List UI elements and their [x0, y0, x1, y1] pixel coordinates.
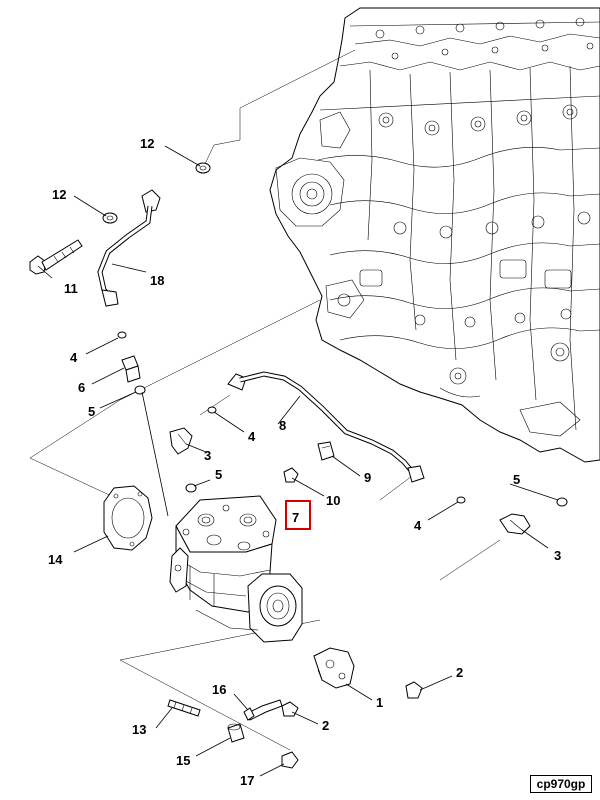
stud-13: [167, 699, 201, 717]
leader-lines: [37, 145, 559, 777]
nut-17: [281, 751, 299, 769]
washer-5-right: [556, 497, 568, 507]
callout-6: 6: [78, 380, 85, 395]
washer-5-left: [134, 385, 146, 395]
bolt-10: [283, 467, 299, 483]
clip-9: [317, 441, 335, 461]
elbow-fitting-3-right: [499, 513, 531, 535]
bolt-2-upper: [405, 681, 423, 699]
callout-14: 14: [48, 552, 63, 567]
callout-16: 16: [212, 682, 226, 697]
callout-10: 10: [326, 493, 340, 508]
callout-1: 1: [376, 695, 383, 710]
callout-7: 7: [292, 510, 299, 525]
callout-3-right: 3: [554, 548, 561, 563]
washer-5-middle: [185, 483, 197, 493]
callout-15: 15: [176, 753, 190, 768]
callout-5-right: 5: [513, 472, 520, 487]
callout-4-left: 4: [70, 350, 78, 365]
drawing-code-label: cp970gp: [530, 775, 592, 793]
engine-block: [269, 7, 600, 463]
callout-18: 18: [150, 273, 164, 288]
callout-5-left: 5: [88, 404, 95, 419]
oil-line-18: [97, 189, 161, 307]
callout-11: 11: [64, 281, 78, 296]
callout-12-upper: 12: [140, 136, 154, 151]
callout-labels: 12 12 11 18 4 6 5 8 4 3 5 9 10 7 5 4 3 1…: [48, 136, 561, 788]
highlight-box-7: [285, 500, 311, 530]
air-compressor: [169, 495, 303, 643]
callout-3-upper: 3: [204, 448, 211, 463]
callout-4-right: 4: [414, 518, 422, 533]
fitting-6: [121, 355, 141, 383]
spacer-15: [227, 723, 245, 743]
callout-5-middle: 5: [215, 467, 222, 482]
bolt-16: [243, 699, 283, 721]
gasket-14: [103, 485, 153, 551]
callout-13: 13: [132, 722, 146, 737]
air-line-8: [227, 371, 425, 483]
callout-9: 9: [364, 470, 371, 485]
callout-12-lower: 12: [52, 187, 66, 202]
bracket-1: [313, 647, 355, 689]
callout-4-middle: 4: [248, 429, 256, 444]
o-ring-4-left: [117, 331, 127, 339]
o-ring-4-right: [456, 496, 466, 504]
callout-8: 8: [279, 418, 286, 433]
callout-2-lower: 2: [322, 718, 329, 733]
washer-12-lower: [102, 212, 118, 224]
o-ring-4-middle: [207, 406, 217, 414]
banjo-bolt-11: [29, 239, 83, 275]
elbow-fitting-3-upper: [169, 427, 193, 455]
callout-2-upper: 2: [456, 665, 463, 680]
callout-17: 17: [240, 773, 254, 788]
